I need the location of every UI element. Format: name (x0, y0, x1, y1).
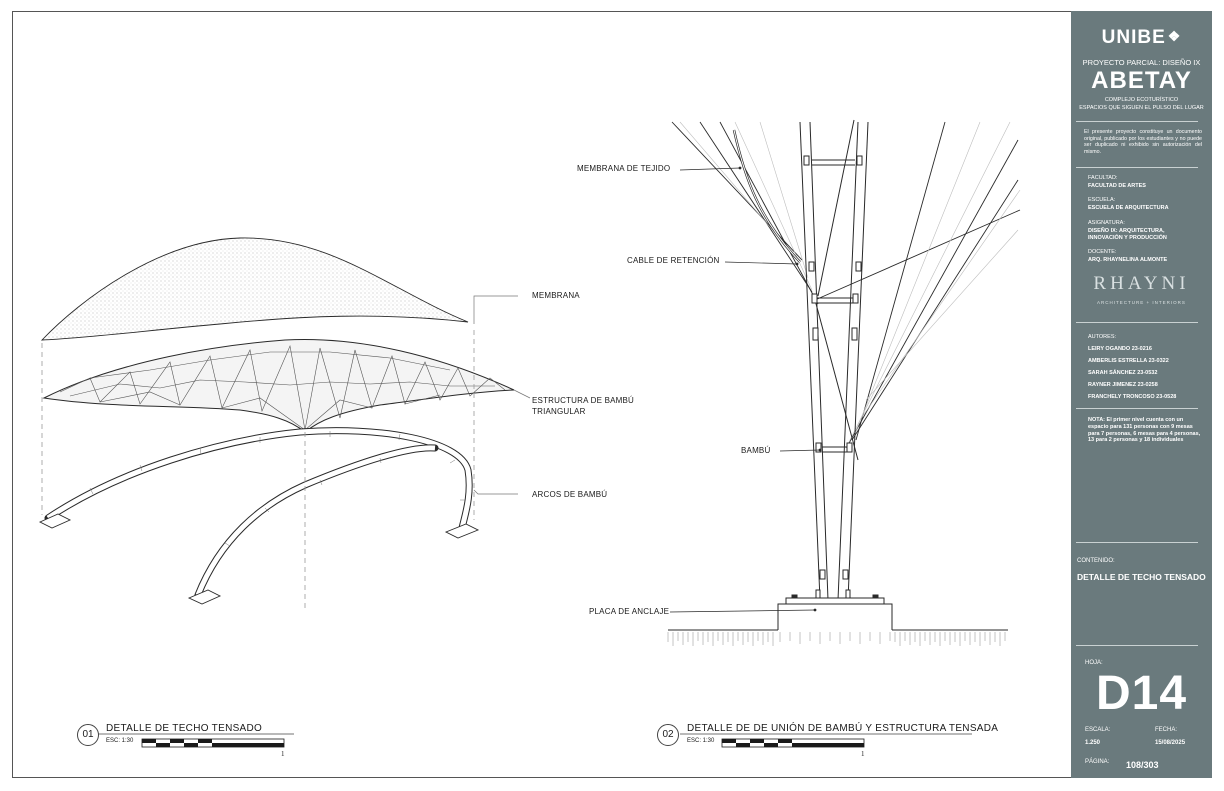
drawing-scale-01: ESC: 1:30 (106, 738, 134, 744)
label-membrana: MEMBRANA (532, 291, 580, 300)
drawing-scale-02: ESC: 1:30 (687, 738, 715, 744)
autores-label: AUTORES: (1088, 334, 1117, 340)
bamboo-triangular-structure (42, 339, 515, 433)
bamboo-arches (38, 427, 480, 605)
docente-label: DOCENTE: (1088, 249, 1117, 255)
divider (1076, 322, 1198, 323)
pagina-value: 108/303 (1126, 760, 1159, 770)
label-arcos-bambu: ARCOS DE BAMBÚ (532, 490, 608, 499)
project-subtitle-2: ESPACIOS QUE SIGUEN EL PULSO DEL LUGAR (1079, 105, 1204, 111)
pagina-label: PÁGINA: (1085, 759, 1110, 765)
label-membrana-tejido: MEMBRANA DE TEJIDO (577, 164, 671, 173)
escuela-label: ESCUELA: (1088, 197, 1116, 203)
divider (1076, 645, 1198, 646)
drawing-number-02: 02 (657, 724, 679, 746)
bamboo-mast (799, 119, 869, 601)
technical-drawing (38, 119, 1021, 748)
dashed-guides (41, 330, 475, 610)
fecha-label: FECHA: (1155, 727, 1178, 733)
project-name: ABETAY (1091, 67, 1192, 94)
project-label: PROYECTO PARCIAL: DISEÑO IX (1082, 58, 1201, 67)
divider (1076, 167, 1198, 168)
escuela-value: ESCUELA DE ARQUITECTURA (1088, 205, 1169, 211)
author-item: FRANCHELY TRONCOSO 23-0528 (1088, 394, 1177, 400)
logo-mark-icon: ❖ (1167, 28, 1182, 44)
label-estructura-bambu: ESTRUCTURA DE BAMBÚ TRIANGULAR (532, 396, 635, 416)
studio-logo-subtitle: ARCHITECTURE + INTERIORS (1097, 300, 1186, 305)
facultad-value: FACULTAD DE ARTES (1088, 183, 1146, 189)
drawing-title-01: DETALLE DE TECHO TENSADO (106, 723, 263, 734)
leader-lines-02 (669, 167, 821, 613)
fecha-value: 15/08/2025 (1155, 740, 1186, 746)
project-note: NOTA: El primer nivel cuenta con un espa… (1088, 417, 1201, 444)
divider (1076, 542, 1198, 543)
leader-lines-01 (473, 295, 531, 495)
university-logo: UNIBE❖ (1071, 27, 1212, 49)
scale-bar-01 (141, 738, 285, 748)
author-item: LEIRY OGANDO 23-0216 (1088, 346, 1152, 352)
project-subtitle-1: COMPLEJO ECOTURÍSTICO (1104, 97, 1179, 103)
anchor-plate-foundation (667, 589, 1008, 646)
membrane-shape (40, 237, 469, 341)
contenido-value: DETALLE DE TECHO TENSADO (1077, 572, 1206, 582)
asignatura-label: ASIGNATURA: (1088, 220, 1125, 226)
logo-text: UNIBE (1101, 27, 1166, 48)
author-item: SARAH SÁNCHEZ 23-0532 (1088, 370, 1158, 376)
escala-value: 1.250 (1085, 740, 1101, 746)
label-bambu: BAMBÚ (741, 446, 771, 455)
disclaimer: El presente proyecto constituye un docum… (1084, 129, 1202, 155)
scale-bar-end-01: 1 (281, 750, 285, 758)
facultad-label: FACULTAD: (1088, 175, 1118, 181)
asignatura-value: DISEÑO IX: ARQUITECTURA, INNOVACIÓN Y PR… (1088, 228, 1167, 241)
hoja-label: HOJA: (1085, 660, 1103, 666)
sheet-number: D14 (1095, 667, 1188, 720)
drawing-title-02: DETALLE DE DE UNIÓN DE BAMBÚ Y ESTRUCTUR… (687, 723, 999, 734)
label-placa-anclaje: PLACA DE ANCLAJE (589, 607, 670, 616)
drawing-number-01: 01 (77, 724, 99, 746)
label-cable-retencion: CABLE DE RETENCIÓN (627, 256, 720, 265)
studio-logo: RHAYNI (1093, 273, 1190, 294)
tensile-cables (671, 121, 1021, 449)
docente-value: ARQ. RHAYNELINA ALMONTE (1088, 257, 1168, 263)
divider (1076, 121, 1198, 122)
divider (1076, 408, 1198, 409)
scale-bar-02 (721, 738, 865, 748)
leader-dots (738, 166, 822, 612)
contenido-label: CONTENIDO: (1077, 558, 1115, 564)
title-block: UNIBE❖ PROYECTO PARCIAL: DISEÑO IX ABETA… (1071, 11, 1212, 778)
author-item: AMBERLIS ESTRELLA 23-0322 (1088, 358, 1169, 364)
escala-label: ESCALA: (1085, 727, 1111, 733)
author-item: RAYNER JIMENEZ 23-0258 (1088, 382, 1158, 388)
scale-bar-end-02: 1 (861, 750, 865, 758)
